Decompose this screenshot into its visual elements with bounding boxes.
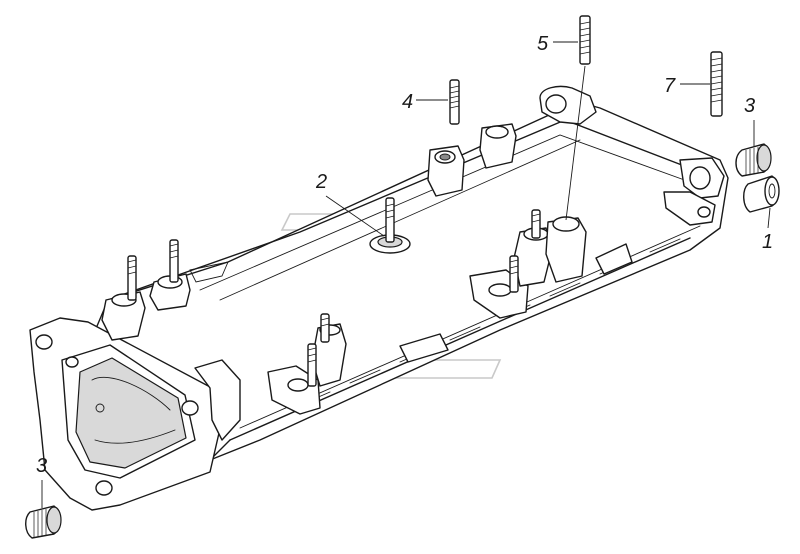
callout-3-right: 3 [744, 95, 755, 146]
svg-text:3: 3 [36, 455, 47, 477]
callout-3-left: 3 [36, 455, 47, 508]
callout-2: 2 [315, 171, 385, 237]
svg-text:3: 3 [744, 95, 755, 117]
plug-part-3-left [25, 505, 62, 539]
callout-5: 5 [537, 33, 586, 221]
stud-part-5 [579, 15, 591, 65]
rear-end-lug [539, 85, 725, 226]
sleeve-part-1 [743, 175, 780, 213]
front-flange [29, 317, 241, 511]
callout-1: 1 [762, 207, 773, 253]
svg-text:2: 2 [315, 171, 327, 193]
studs-installed [127, 197, 541, 387]
stud-part-7 [710, 51, 723, 117]
stud-part-4 [449, 79, 460, 125]
svg-text:7: 7 [664, 75, 676, 97]
svg-text:1: 1 [762, 231, 773, 253]
plug-part-3-right [735, 143, 772, 177]
callout-7: 7 [664, 75, 710, 97]
svg-text:5: 5 [537, 33, 549, 55]
svg-text:4: 4 [402, 91, 413, 113]
callout-4: 4 [402, 91, 448, 113]
